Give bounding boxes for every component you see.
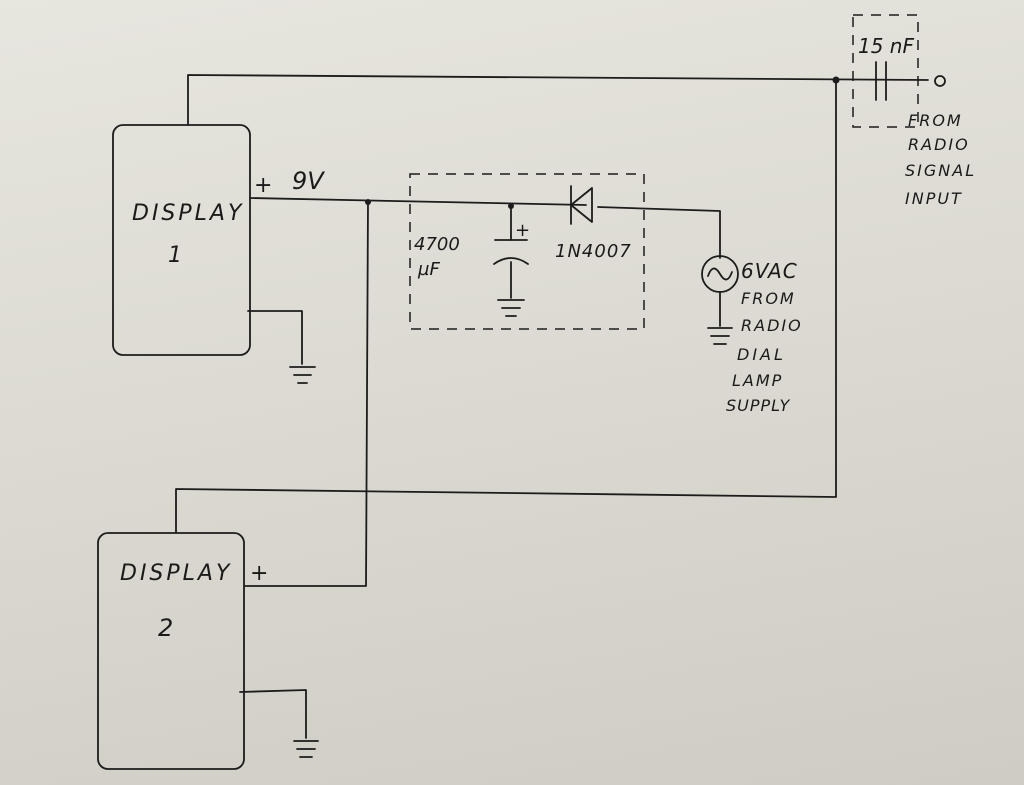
wire-9v-rail bbox=[249, 197, 587, 206]
supply-plus-sign: + bbox=[254, 173, 272, 198]
coupling-cap-value: 15 nF bbox=[858, 34, 914, 58]
coupling-cap-dashed-box bbox=[852, 14, 919, 128]
display-1-box bbox=[112, 124, 251, 356]
capacitor-4700-unit: µF bbox=[417, 259, 440, 280]
signal-input-line: SIGNAL bbox=[905, 161, 976, 180]
wire-diode-to-ac bbox=[597, 206, 721, 259]
signal-input-line: INPUT bbox=[905, 189, 963, 208]
junction-dot bbox=[508, 203, 514, 209]
capacitor-4700-plus: + bbox=[515, 220, 530, 241]
display-1-label: DISPLAY bbox=[132, 201, 244, 226]
wire-signal-top bbox=[187, 74, 929, 126]
ac-source-value: 6VAC bbox=[741, 259, 798, 283]
ac-source-desc-line: RADIO bbox=[741, 316, 803, 335]
ac-source-desc-line: LAMP bbox=[732, 371, 783, 390]
capacitor-4700-value: 4700 bbox=[414, 234, 460, 255]
junction-dot bbox=[365, 199, 371, 205]
ground-icon bbox=[289, 366, 316, 384]
ac-source-desc-line: FROM bbox=[741, 289, 796, 308]
wire-signal-right bbox=[175, 79, 837, 533]
signal-input-terminal bbox=[934, 75, 946, 87]
ac-source-icon bbox=[701, 255, 739, 293]
supply-voltage-label: 9V bbox=[292, 167, 325, 195]
ground-icon bbox=[497, 299, 525, 317]
rectifier-dashed-box bbox=[409, 173, 645, 330]
capacitor-4700-bottom-plate bbox=[493, 257, 529, 265]
ground-icon bbox=[707, 327, 733, 345]
coupling-capacitor-icon bbox=[875, 61, 887, 101]
wire-display1-ground bbox=[247, 310, 303, 365]
display-2-plus-sign: + bbox=[250, 561, 268, 586]
ac-source-desc-line: SUPPLY bbox=[726, 396, 791, 415]
signal-input-line: RADIO bbox=[908, 135, 970, 154]
diode-icon bbox=[570, 185, 593, 225]
diode-part-label: 1N4007 bbox=[555, 241, 632, 262]
wire-9v-to-display2 bbox=[244, 201, 369, 587]
ground-icon bbox=[293, 740, 319, 758]
signal-input-line: FROM bbox=[908, 111, 963, 130]
display-2-label: DISPLAY bbox=[120, 561, 232, 586]
ac-source-desc-line: DIAL bbox=[737, 345, 786, 364]
display-2-box bbox=[97, 532, 245, 770]
wire-display2-ground bbox=[239, 689, 307, 739]
display-2-number: 2 bbox=[158, 614, 173, 642]
display-1-number: 1 bbox=[168, 243, 182, 268]
junction-dot bbox=[832, 76, 840, 84]
